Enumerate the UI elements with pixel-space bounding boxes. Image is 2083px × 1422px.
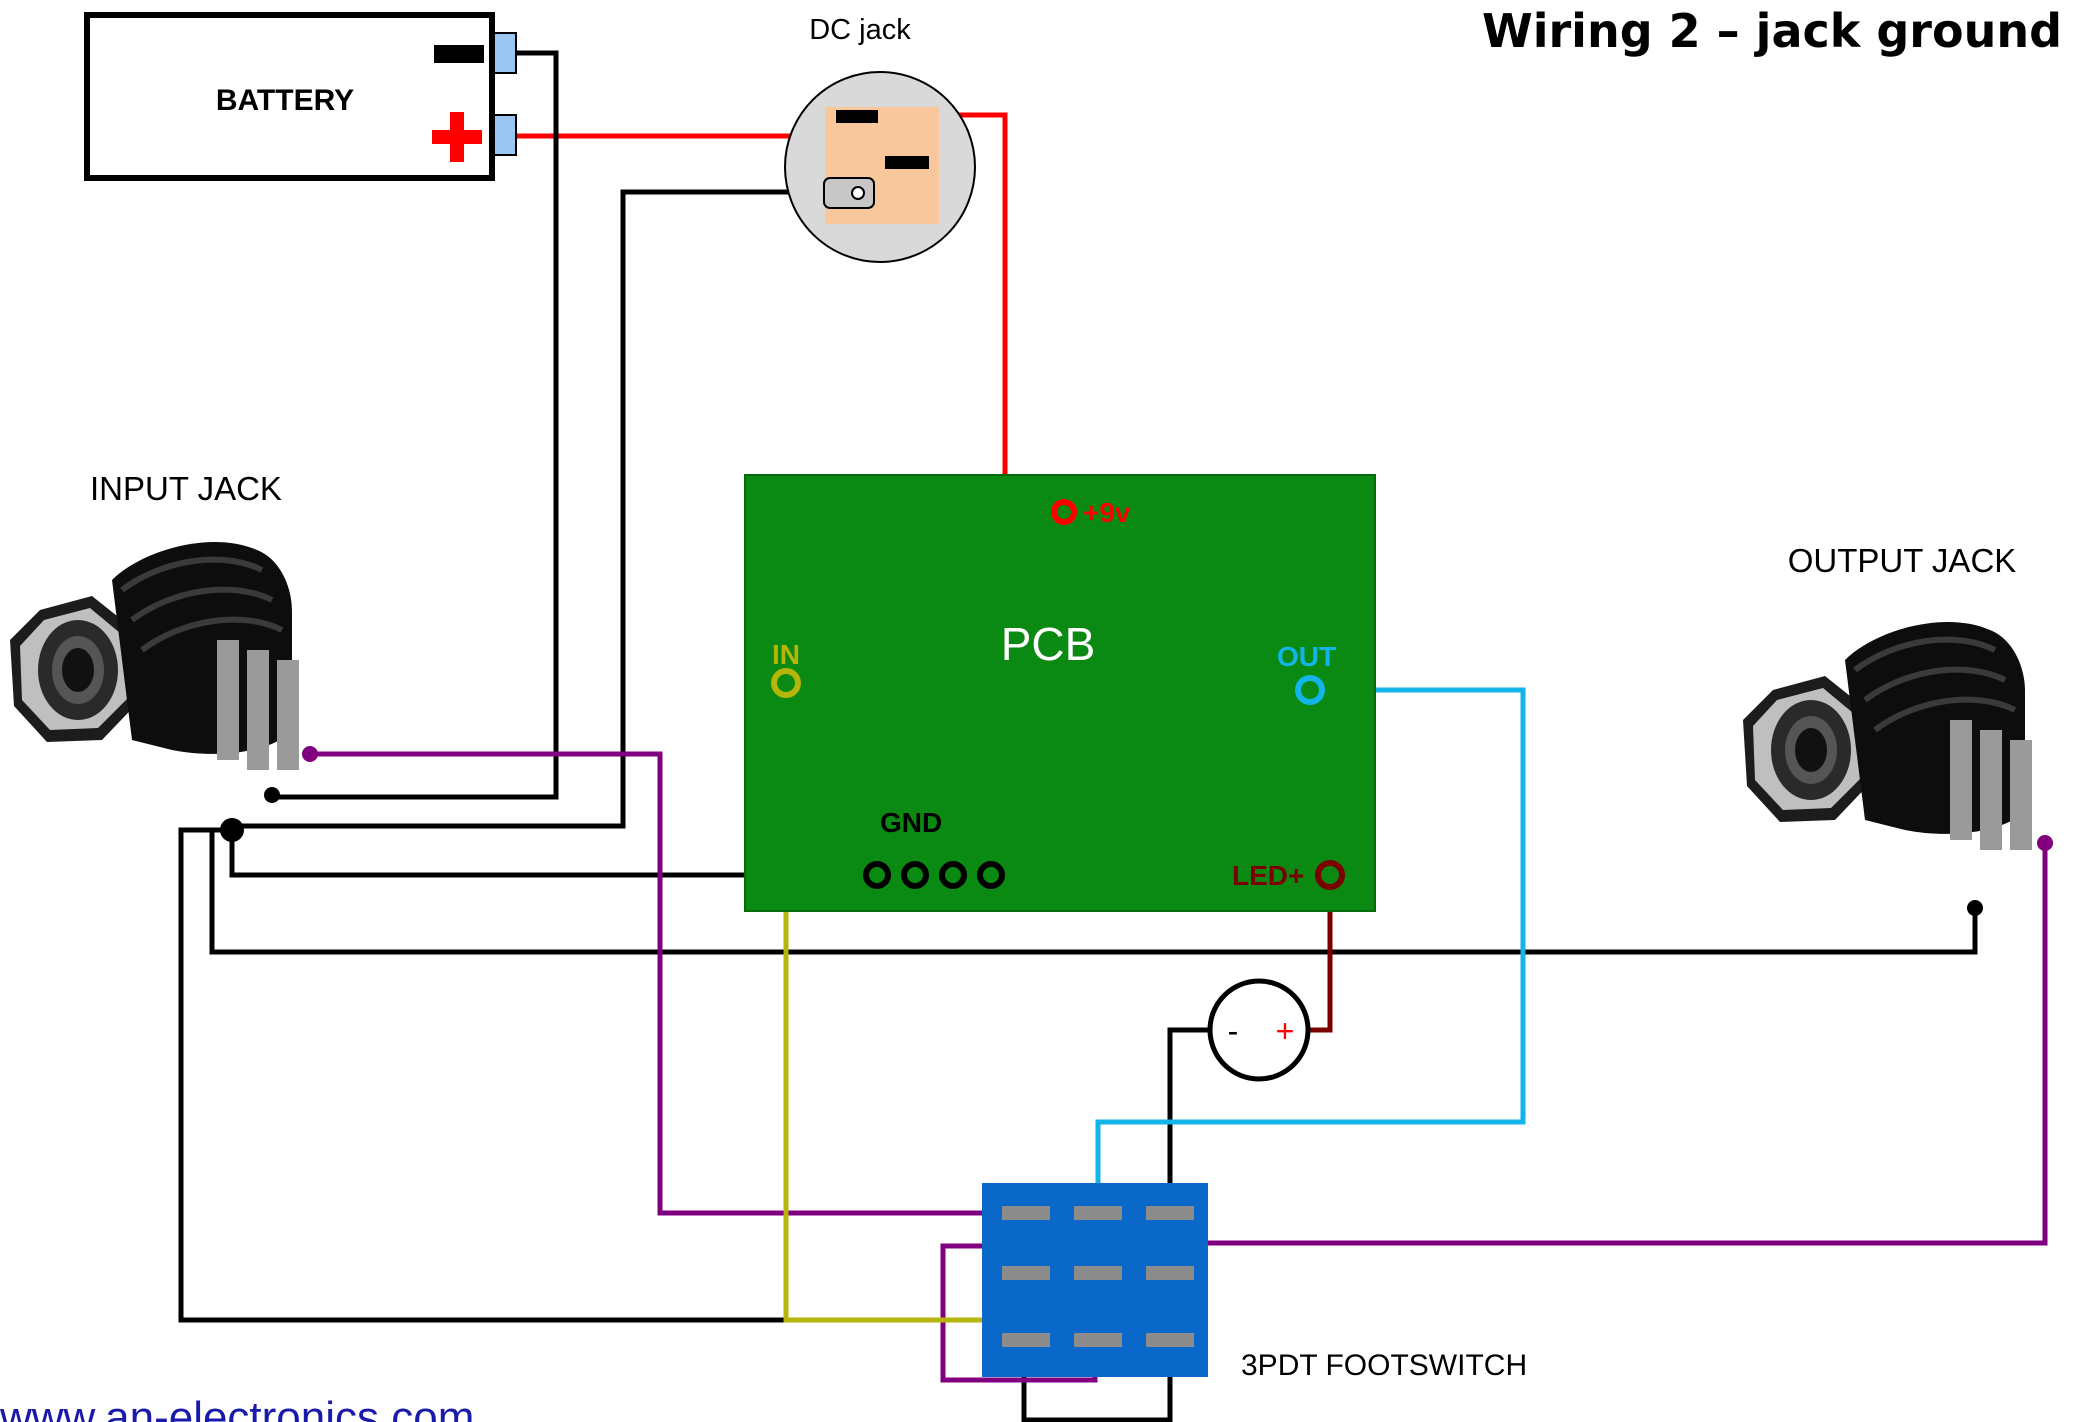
wire-jack-ground-bus [209,830,1978,955]
dc-jack-pin-center [885,156,929,169]
footswitch-lug [1074,1266,1122,1280]
pcb-pad-output-label: OUT [1277,641,1336,672]
diagram-title: Wiring 2 – jack ground [1482,4,2062,58]
input-jack-sleeve-lug [220,818,244,842]
dc-jack-lug-hole [851,186,865,200]
pcb-pad-ground-4 [977,861,1005,889]
wire-led-plus [1305,880,1333,1033]
led-minus-label: - [1228,1013,1239,1049]
battery-body [84,12,495,181]
battery-terminal-negative [493,32,517,74]
input-jack-label: INPUT JACK [90,470,282,507]
footswitch-lug [1002,1333,1050,1347]
pcb-pad-input [771,668,801,698]
output-jack-sleeve-lug [1967,900,1983,916]
pcb-pad-power [1051,499,1077,525]
website-link[interactable]: www.an-electronics.com [0,1393,474,1422]
wire-pcb-out [1095,687,1526,1212]
footswitch-lug [1146,1333,1194,1347]
dc-jack: DC jack [784,14,976,263]
wire-led-minus [1167,1027,1212,1212]
output-jack [1743,622,2032,850]
footswitch-lug [1074,1206,1122,1220]
pcb-board [744,474,1376,912]
pcb-pad-input-label: IN [772,639,800,670]
footswitch-lug [1146,1206,1194,1220]
footswitch-lug [1074,1333,1122,1347]
footswitch-lug [1146,1266,1194,1280]
input-jack [10,542,299,770]
wire-input-tip [310,751,1012,1216]
battery-terminal-positive [493,114,517,156]
pcb-pad-led-label: LED+ [1232,860,1304,891]
battery-label: BATTERY [216,84,354,117]
output-jack-tip-lug [2037,835,2053,851]
dc-jack-pin-sleeve [836,110,878,123]
pcb-pad-ground-2 [901,861,929,889]
footswitch: 3PDT FOOTSWITCH [982,1183,1527,1382]
input-jack-ring-lug [264,787,280,803]
pcb-pad-output [1295,675,1325,705]
input-jack-tip-lug [302,746,318,762]
wire-ground-to-footswitch [178,827,1022,1323]
dc-jack-label: DC jack [809,14,911,46]
battery-negative-sign [434,45,484,63]
pcb-label: PCB [1001,618,1096,670]
pcb-pad-ground-3 [939,861,967,889]
battery: BATTERY [84,12,517,181]
dc-jack-lug [823,177,875,209]
pcb-pad-power-label: +9v [1083,497,1131,528]
led: - + [1207,978,1311,1082]
output-jack-label: OUTPUT JACK [1788,542,2017,579]
pcb: PCB +9v IN OUT GND LED+ [744,474,1376,912]
wire-battery-negative [272,50,559,800]
footswitch-lug [1002,1206,1050,1220]
pcb-pad-ground-label: GND [880,807,942,838]
led-body [1207,978,1311,1082]
pcb-pad-led [1315,860,1345,890]
wire-dc-jack-ground [232,189,829,829]
footswitch-label: 3PDT FOOTSWITCH [1241,1349,1527,1382]
battery-positive-sign-v [450,112,464,162]
pcb-pad-ground-1 [863,861,891,889]
footswitch-lug [1002,1266,1050,1280]
led-plus-label: + [1276,1013,1295,1049]
